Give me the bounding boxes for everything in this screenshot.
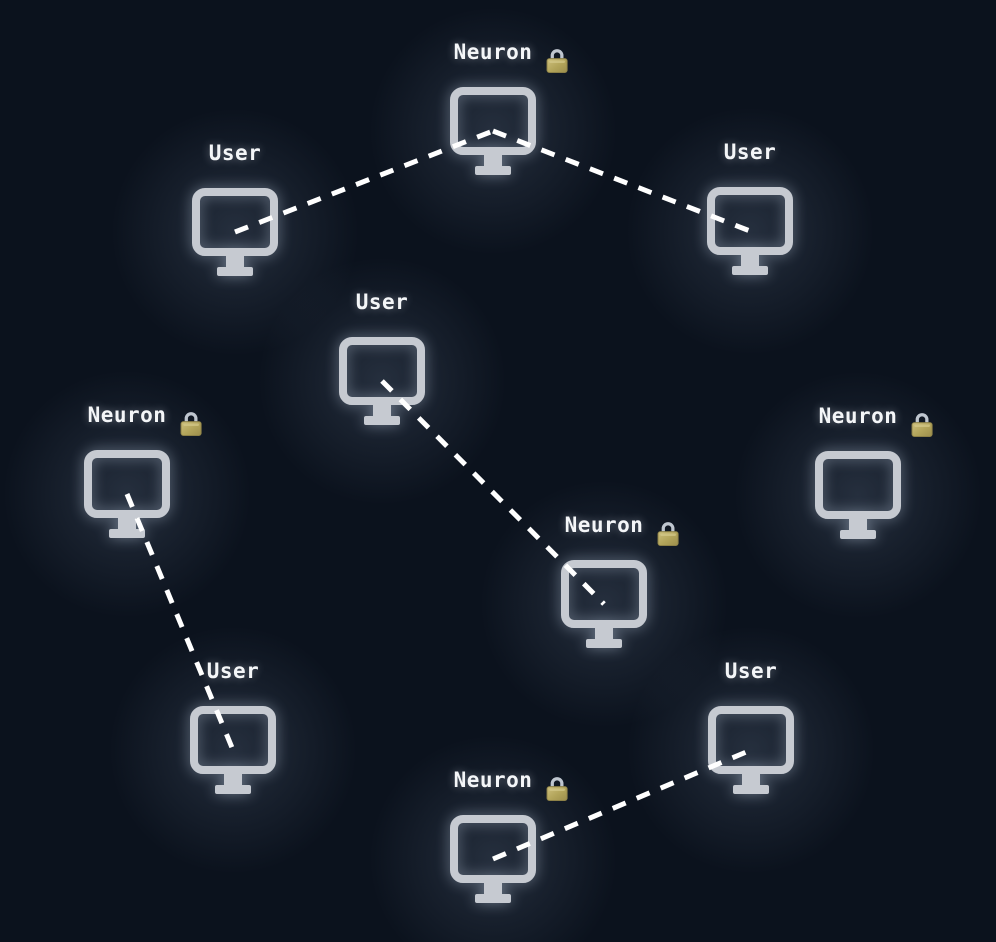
node-neuron-right[interactable]: Neuron [723,360,993,630]
node-label: User [206,659,260,683]
node-label-row: Neuron [453,768,568,801]
lock-icon [545,775,568,802]
node-label-row: User [356,290,409,314]
lock-icon [179,410,202,437]
node-neuron-left[interactable]: Neuron [0,359,262,629]
monitor-icon[interactable] [192,188,278,276]
monitor-icon[interactable] [561,560,647,648]
node-neuron-bottom[interactable]: Neuron [358,724,628,942]
monitor-icon[interactable] [708,706,794,794]
lock-icon [545,47,568,74]
node-label-row: User [207,659,260,683]
node-user-top-left[interactable]: User [100,97,370,367]
node-label: Neuron [453,40,533,64]
node-user-bottom-right[interactable]: User [616,615,886,885]
node-label: Neuron [818,404,898,428]
monitor-icon[interactable] [815,451,901,539]
node-neuron-center[interactable]: Neuron [469,469,739,739]
node-user-top-right[interactable]: User [615,96,885,366]
monitor-icon[interactable] [84,450,170,538]
node-label-row: User [725,659,778,683]
node-label: User [355,290,409,314]
monitor-icon[interactable] [190,706,276,794]
node-label-row: Neuron [818,404,933,437]
node-label: User [724,659,778,683]
node-label-row: Neuron [453,40,568,73]
node-label: Neuron [564,513,644,537]
node-label-row: Neuron [87,403,202,436]
monitor-icon[interactable] [339,337,425,425]
node-label-row: User [209,141,262,165]
node-label: Neuron [87,403,167,427]
node-user-middle[interactable]: User [247,246,517,516]
node-label-row: User [724,140,777,164]
node-label: Neuron [453,768,533,792]
monitor-icon[interactable] [707,187,793,275]
monitor-icon[interactable] [450,87,536,175]
node-neuron-top[interactable]: Neuron [358,0,628,266]
monitor-icon[interactable] [450,815,536,903]
lock-icon [910,411,933,438]
node-user-bottom-left[interactable]: User [98,615,368,885]
node-label-row: Neuron [564,513,679,546]
lock-icon [656,520,679,547]
node-label: User [208,141,262,165]
node-label: User [723,140,777,164]
